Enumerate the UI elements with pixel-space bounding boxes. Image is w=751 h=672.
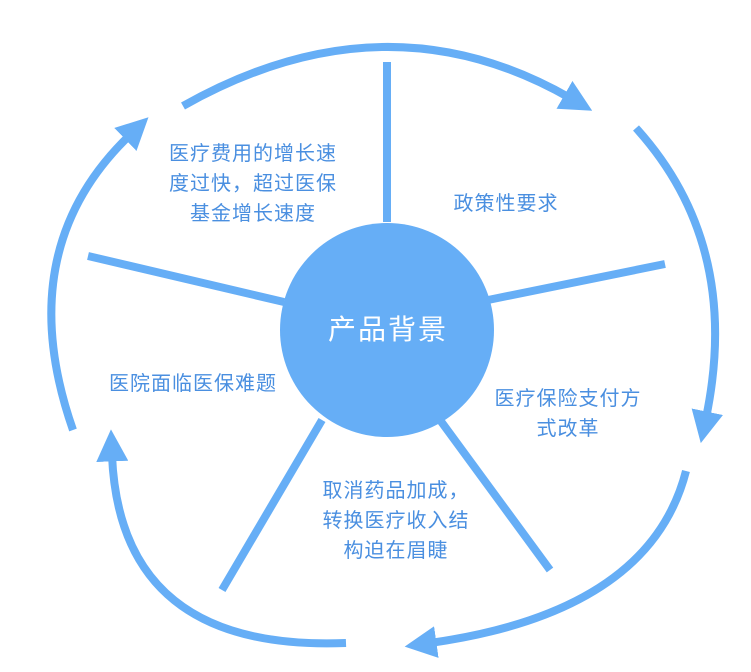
cycle-arrow-top: [181, 42, 593, 111]
cycle-arrow-bottom-right: [404, 470, 690, 658]
factor-label-hospital-insurance: 医院面临医保难题: [109, 371, 277, 395]
cycle-arrow-right: [633, 125, 723, 444]
spoke-bottom-left: [218, 417, 326, 593]
factor-label-drug-markup: 取消药品加成，转换医疗收入结构迫在眉睫: [322, 478, 470, 562]
factor-label-policy: 政策性要求: [453, 191, 559, 215]
center-label: 产品背景: [327, 313, 448, 346]
factor-label-payment-reform: 医疗保险支付方式改革: [494, 386, 642, 440]
cycle-arrow-bottom-left: [96, 429, 347, 648]
spoke-left: [87, 252, 285, 306]
spoke-bottom-right: [436, 417, 554, 573]
factor-label-cost-growth: 医疗费用的增长速度过快，超过医保基金增长速度: [169, 141, 337, 225]
spoke-right: [487, 260, 666, 304]
center-circle: [280, 223, 494, 437]
cycle-arrow-left: [47, 117, 149, 432]
